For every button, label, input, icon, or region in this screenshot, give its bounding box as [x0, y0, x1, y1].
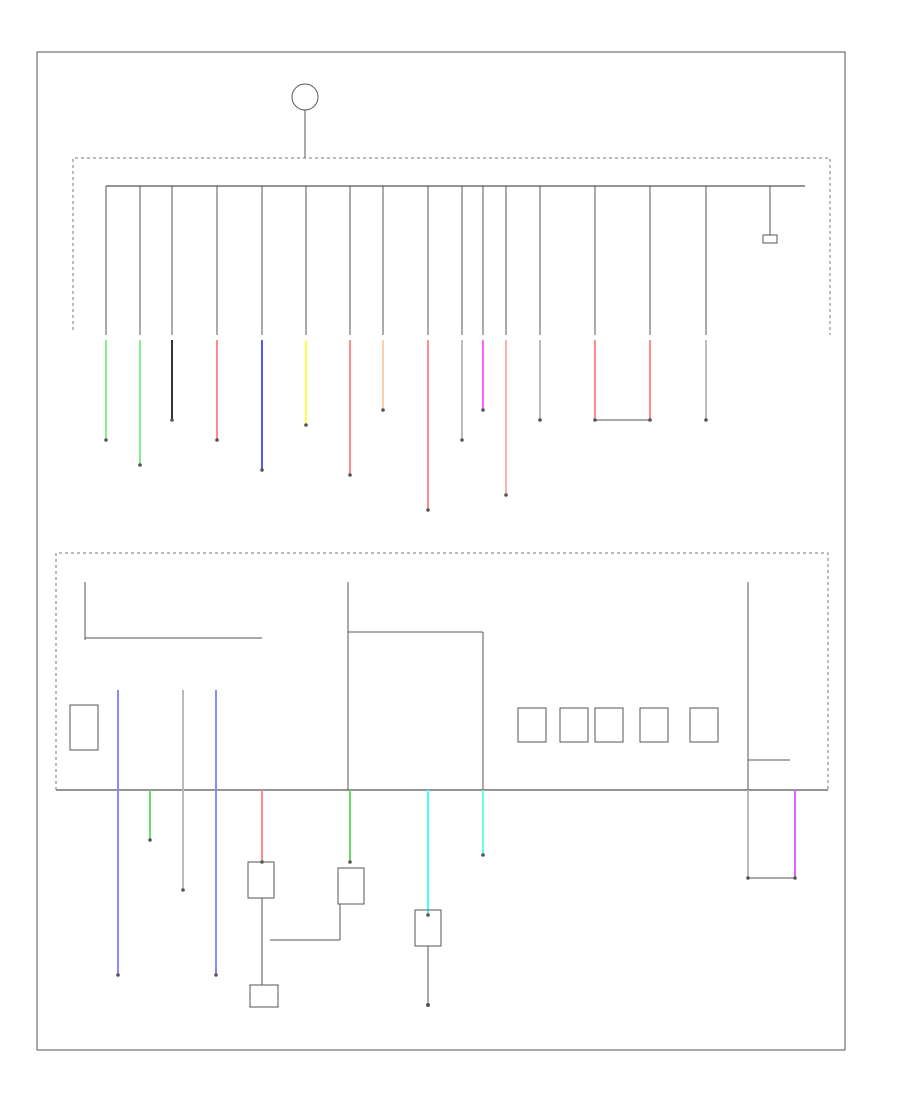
wire-group — [84, 186, 797, 1007]
ground-point-icon — [426, 1003, 430, 1007]
ground-point-icon — [481, 408, 485, 412]
ground-point-icon — [170, 418, 174, 422]
ground-point-icon — [138, 463, 142, 467]
top-power-source — [291, 83, 319, 158]
ground-point-icon — [426, 508, 430, 512]
ground-point-icon — [104, 438, 108, 442]
module-block — [247, 861, 275, 899]
source-connector-icon — [291, 83, 319, 111]
module-block — [337, 867, 365, 905]
ground-point-icon — [148, 838, 152, 842]
ground-point-icon — [348, 473, 352, 477]
connector-block — [594, 707, 624, 743]
relay-block — [762, 234, 778, 244]
connector-block — [69, 704, 99, 751]
ground-point-icon — [538, 418, 542, 422]
ground-point-icon — [704, 418, 708, 422]
ground-point-icon — [381, 408, 385, 412]
ground-point-icon — [504, 493, 508, 497]
diagram-frame — [36, 51, 846, 1051]
ground-point-icon — [116, 973, 120, 977]
connector-block — [559, 707, 589, 743]
ground-point-icon — [214, 973, 218, 977]
connector-block — [689, 707, 719, 743]
connector-block — [639, 707, 669, 743]
ground-point-icon — [181, 888, 185, 892]
ground-point-icon — [304, 423, 308, 427]
ground-point-icon — [460, 438, 464, 442]
ground-point-icon — [260, 468, 264, 472]
module-block — [414, 909, 442, 947]
connector-block — [517, 707, 547, 743]
ground-point-icon — [426, 913, 430, 917]
top-zone-outline — [72, 157, 831, 335]
bottom-zone-outline — [55, 552, 829, 790]
ground-point-icon — [348, 860, 352, 864]
module-block — [249, 984, 279, 1008]
ground-point-icon — [481, 853, 485, 857]
ground-point-icon — [215, 438, 219, 442]
component-group — [69, 234, 778, 1008]
